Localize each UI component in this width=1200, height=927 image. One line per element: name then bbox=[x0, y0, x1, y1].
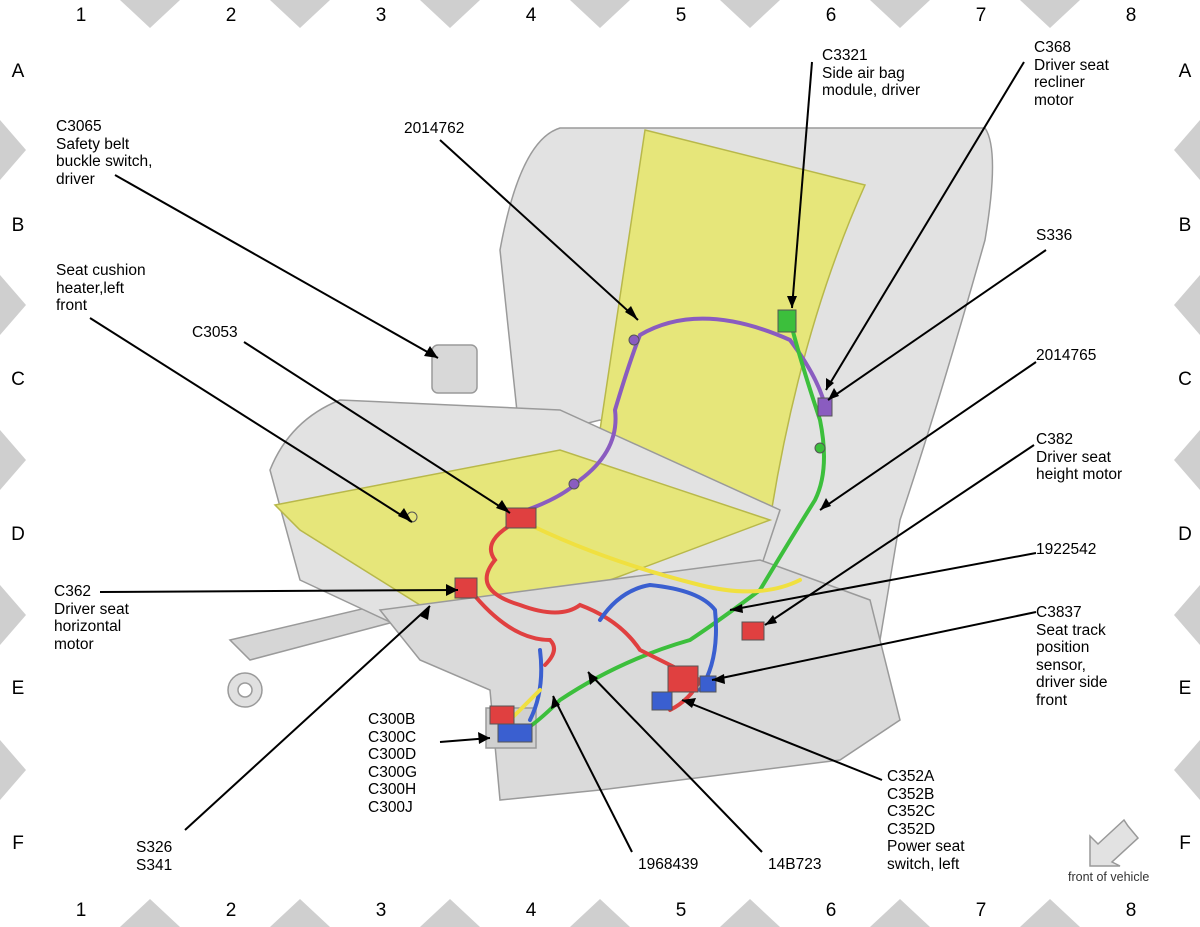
row-a-left: A bbox=[11, 61, 25, 82]
col-2-bottom: 2 bbox=[225, 900, 237, 921]
front-of-vehicle-arrow-icon bbox=[1089, 818, 1140, 867]
col-4-bottom: 4 bbox=[525, 900, 537, 921]
row-e-right: E bbox=[1178, 678, 1192, 699]
col-5-bottom: 5 bbox=[675, 900, 687, 921]
row-f-left: F bbox=[12, 833, 24, 854]
callout-2014762: 2014762 bbox=[404, 120, 465, 137]
leader-c352 bbox=[681, 699, 883, 781]
purple-wire bbox=[510, 316, 828, 517]
leader-s336 bbox=[827, 249, 1047, 401]
callout-s326-s341: S326 S341 bbox=[136, 839, 173, 874]
leader-1968439 bbox=[552, 695, 633, 853]
leader-lines bbox=[89, 61, 1047, 853]
leader-14b723 bbox=[587, 671, 763, 853]
col-6-bottom: 6 bbox=[825, 900, 837, 921]
col-8-top: 8 bbox=[1125, 5, 1137, 26]
seat-illustration bbox=[227, 127, 994, 801]
leader-2014765 bbox=[819, 361, 1037, 511]
callout-2014765: 2014765 bbox=[1036, 347, 1097, 364]
callout-14b723: 14B723 bbox=[768, 856, 822, 873]
callout-c300: C300B C300C C300D C300G C300H C300J bbox=[368, 711, 418, 816]
row-b-left: B bbox=[11, 215, 25, 236]
leader-c368 bbox=[825, 61, 1025, 391]
row-a-right: A bbox=[1178, 61, 1192, 82]
callout-c3053: C3053 bbox=[192, 324, 238, 341]
leader-c3065 bbox=[114, 174, 439, 359]
leader-2014762 bbox=[439, 139, 639, 321]
row-e-left: E bbox=[11, 678, 25, 699]
leader-c362 bbox=[99, 589, 459, 593]
col-7-bottom: 7 bbox=[975, 900, 987, 921]
col-7-top: 7 bbox=[975, 5, 987, 26]
front-of-vehicle-label: front of vehicle bbox=[1068, 870, 1150, 884]
callout-c3321: C3321 Side air bag module, driver bbox=[822, 47, 921, 99]
leader-s326 bbox=[184, 605, 431, 831]
col-2-top: 2 bbox=[225, 5, 237, 26]
leader-seat-heater bbox=[89, 317, 413, 523]
callout-c3065: C3065 Safety belt buckle switch, driver bbox=[56, 118, 153, 188]
callout-seat-cushion-heater: Seat cushion heater,left front bbox=[56, 262, 146, 314]
seatbelt-buckle bbox=[431, 344, 478, 394]
col-4-top: 4 bbox=[525, 5, 537, 26]
row-c-right: C bbox=[1178, 369, 1192, 390]
row-b-right: B bbox=[1178, 215, 1192, 236]
callout-c382: C382 Driver seat height motor bbox=[1036, 431, 1123, 483]
connectors bbox=[406, 309, 833, 743]
col-3-top: 3 bbox=[375, 5, 387, 26]
leader-arrowheads bbox=[398, 296, 839, 744]
callout-1968439: 1968439 bbox=[638, 856, 699, 873]
leader-1922542 bbox=[729, 552, 1037, 611]
row-f-right: F bbox=[1179, 833, 1191, 854]
leader-c3053 bbox=[243, 341, 511, 514]
leader-c3837 bbox=[711, 611, 1037, 681]
col-3-bottom: 3 bbox=[375, 900, 387, 921]
callout-c3837: C3837 Seat track position sensor, driver… bbox=[1036, 604, 1108, 709]
callout-c352: C352A C352B C352C C352D Power seat switc… bbox=[887, 768, 965, 873]
col-5-top: 5 bbox=[675, 5, 687, 26]
row-c-left: C bbox=[11, 369, 25, 390]
col-8-bottom: 8 bbox=[1125, 900, 1137, 921]
blue-wire bbox=[528, 582, 718, 722]
callout-c362: C362 Driver seat horizontal motor bbox=[54, 583, 129, 653]
callout-1922542: 1922542 bbox=[1036, 541, 1097, 558]
row-d-left: D bbox=[11, 524, 25, 545]
col-1-top: 1 bbox=[75, 5, 87, 26]
col-6-top: 6 bbox=[825, 5, 837, 26]
col-1-bottom: 1 bbox=[75, 900, 87, 921]
callout-s336: S336 bbox=[1036, 227, 1073, 244]
row-d-right: D bbox=[1178, 524, 1192, 545]
callout-c368: C368 Driver seat recliner motor bbox=[1034, 39, 1109, 109]
leader-c3321 bbox=[791, 61, 813, 309]
